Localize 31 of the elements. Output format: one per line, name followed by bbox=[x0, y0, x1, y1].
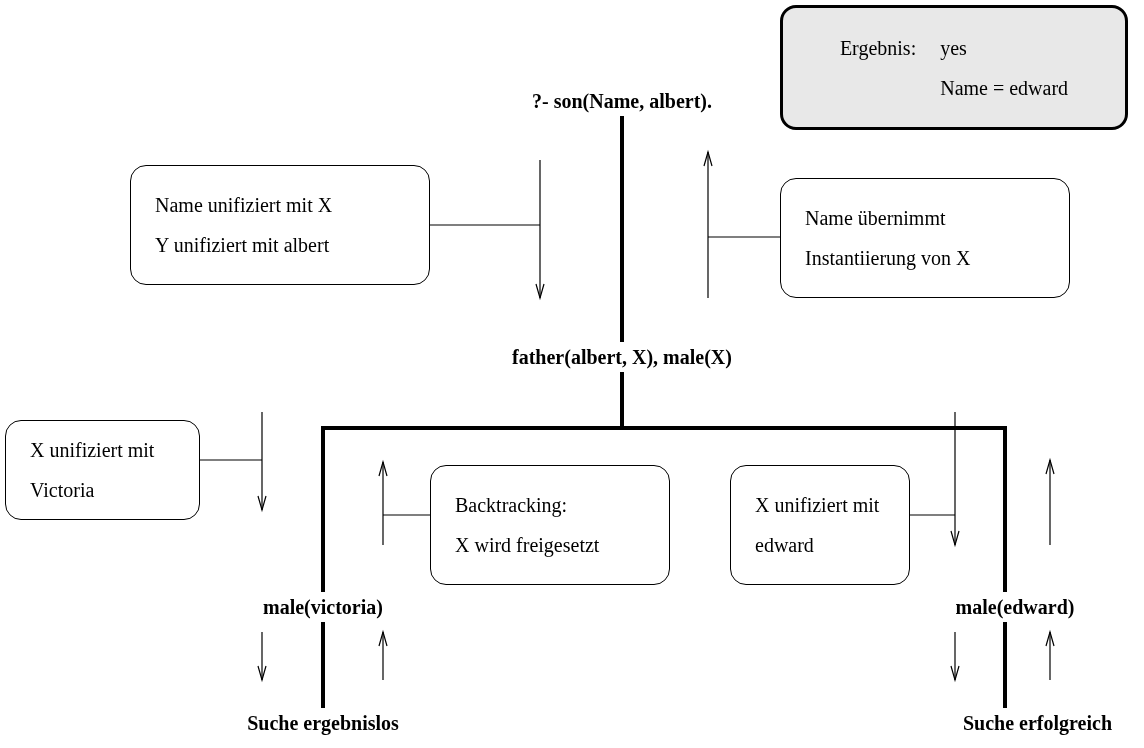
goal-text: ?- son(Name, albert). bbox=[490, 86, 754, 116]
goal-text: Suche ergebnislos bbox=[230, 708, 416, 738]
connector-line bbox=[321, 622, 325, 708]
goal-text: male(edward) bbox=[925, 592, 1105, 622]
note-text: Y unifiziert mit albert bbox=[155, 233, 330, 258]
note-text: Name übernimmt Instantiierung von X bbox=[805, 206, 972, 272]
goal-text: father(albert, X), male(X) bbox=[470, 342, 774, 372]
note-text: Backtracking: bbox=[455, 493, 568, 519]
leader-line bbox=[707, 236, 781, 238]
leader-line bbox=[382, 514, 431, 516]
connector-line bbox=[1003, 622, 1007, 708]
goal-text: male(victoria) bbox=[240, 592, 406, 622]
note-box bbox=[5, 420, 200, 520]
result-text: Ergebnis: bbox=[839, 35, 917, 62]
leader-line bbox=[909, 514, 956, 516]
note-box bbox=[730, 465, 910, 585]
note-box bbox=[780, 178, 1070, 298]
leader-line bbox=[199, 459, 263, 461]
note-text: Name unifiziert mit X bbox=[155, 193, 333, 218]
result-box bbox=[780, 5, 1128, 130]
leader-line bbox=[429, 224, 541, 226]
note-text: X wird freigesetzt bbox=[455, 533, 600, 559]
note-text: X unifiziert mit edward bbox=[755, 493, 881, 558]
result-text: Name = edward bbox=[940, 75, 1069, 101]
connector-line bbox=[620, 116, 624, 342]
note-box bbox=[430, 465, 670, 585]
connector-line bbox=[620, 372, 1007, 592]
note-box bbox=[130, 165, 430, 285]
result-text: yes bbox=[940, 35, 968, 62]
goal-text: Suche erfolgreich bbox=[935, 708, 1140, 738]
note-text: X unifiziert mit Victoria bbox=[30, 438, 156, 503]
